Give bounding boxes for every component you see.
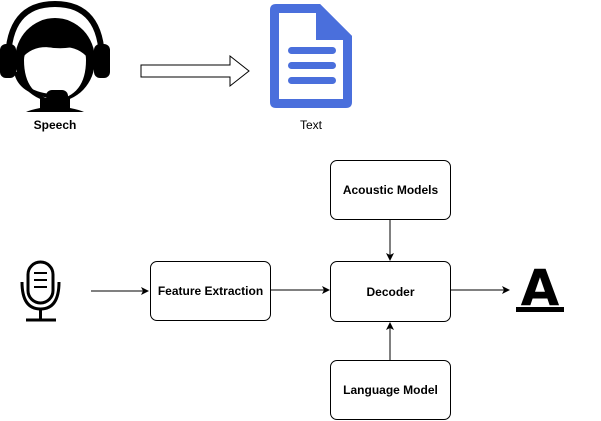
headset-person-icon <box>0 0 110 112</box>
decoder-box: Decoder <box>330 261 451 322</box>
letter-a-icon: A <box>516 259 564 317</box>
document-icon <box>270 4 352 108</box>
feature-extraction-box: Feature Extraction <box>150 261 271 321</box>
language-model-box: Language Model <box>330 360 451 420</box>
acoustic-models-box: Acoustic Models <box>330 160 451 220</box>
text-label: Text <box>299 118 322 132</box>
speech-to-text-arrow <box>140 54 250 88</box>
microphone-icon <box>20 260 61 322</box>
speech-label: Speech <box>33 118 77 132</box>
